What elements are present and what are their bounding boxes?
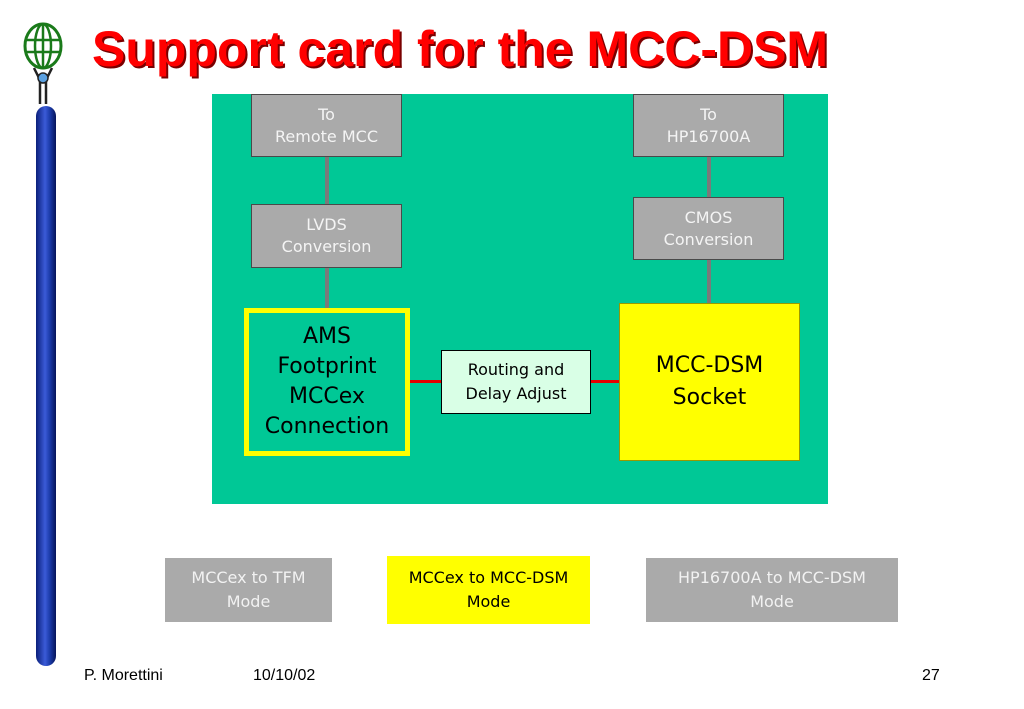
connector-cmos-socket <box>707 260 711 304</box>
ams-footprint-box: AMS Footprint MCCex Connection <box>244 308 410 456</box>
connector-lvds-ams <box>325 268 329 310</box>
connector-remote-lvds <box>325 157 329 204</box>
to-hp16700a-box: To HP16700A <box>633 94 784 157</box>
lvds-conversion-box: LVDS Conversion <box>251 204 402 268</box>
mode-mccex-to-mcc-dsm: MCCex to MCC-DSM Mode <box>387 556 590 624</box>
mcc-dsm-socket-box: MCC-DSM Socket <box>619 303 800 461</box>
cmos-conversion-box: CMOS Conversion <box>633 197 784 260</box>
footer-author: P. Morettini <box>84 667 163 684</box>
footer-page-number: 27 <box>922 667 940 684</box>
atlas-logo-icon <box>18 16 68 108</box>
slide-title: Support card for the MCC-DSM <box>92 21 829 77</box>
routing-delay-box: Routing and Delay Adjust <box>441 350 591 414</box>
mode-mccex-to-tfm: MCCex to TFM Mode <box>165 558 332 622</box>
to-remote-mcc-box: To Remote MCC <box>251 94 402 157</box>
side-bar-decoration <box>36 106 56 666</box>
mode-hp16700a-to-mcc-dsm: HP16700A to MCC-DSM Mode <box>646 558 898 622</box>
footer-date: 10/10/02 <box>253 667 316 684</box>
signal-line-routing-socket <box>591 380 619 383</box>
signal-line-ams-routing <box>410 380 441 383</box>
connector-hp-cmos <box>707 157 711 197</box>
